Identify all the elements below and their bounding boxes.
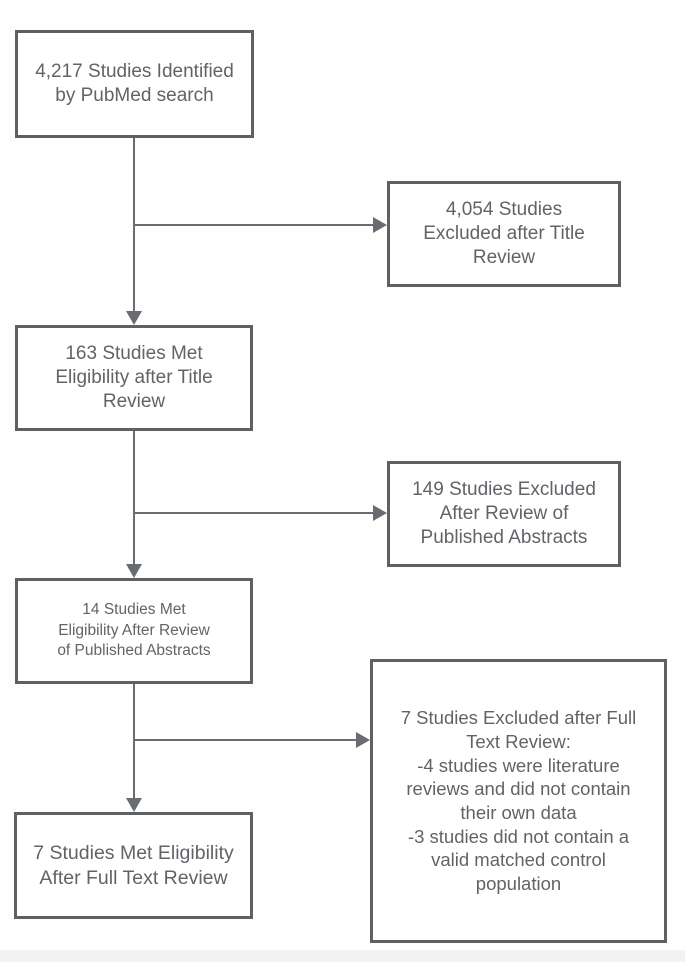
arrowhead-right-icon bbox=[373, 217, 387, 233]
arrowhead-right-icon bbox=[356, 732, 370, 748]
arrowhead-down-icon bbox=[126, 798, 142, 812]
flow-box-studies-identified: 4,217 Studies Identified by PubMed searc… bbox=[15, 30, 254, 138]
flow-box-eligible-after-title-review: 163 Studies Met Eligibility after Title … bbox=[15, 325, 253, 431]
arrowhead-down-icon bbox=[126, 311, 142, 325]
flow-box-excluded-after-title-review: 4,054 Studies Excluded after Title Revie… bbox=[387, 181, 621, 287]
page-bottom-strip bbox=[0, 950, 685, 962]
arrowhead-right-icon bbox=[373, 505, 387, 521]
flow-box-excluded-after-fulltext-review: 7 Studies Excluded after Full Text Revie… bbox=[370, 659, 667, 943]
arrowhead-down-icon bbox=[126, 564, 142, 578]
flow-box-eligible-after-fulltext-review: 7 Studies Met Eligibility After Full Tex… bbox=[14, 812, 253, 919]
flow-box-excluded-after-abstract-review: 149 Studies Excluded After Review of Pub… bbox=[387, 461, 621, 567]
flow-box-eligible-after-abstract-review: 14 Studies Met Eligibility After Review … bbox=[15, 578, 253, 684]
